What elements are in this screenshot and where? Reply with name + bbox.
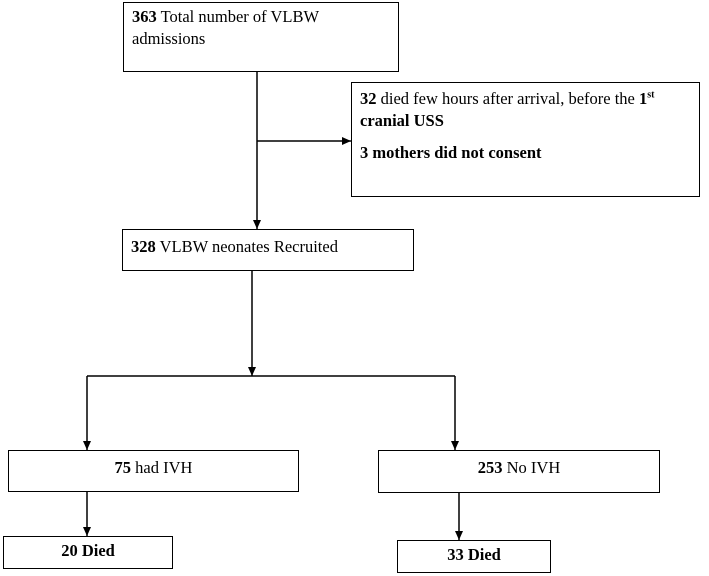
ivh-box: 75 had IVH (8, 450, 299, 492)
excluded-ordinal-num: 1 (639, 89, 648, 108)
excluded-consent-line: 3 mothers did not consent (360, 142, 691, 164)
total-admissions-label: Total number of VLBW admissions (132, 7, 319, 48)
ivh-count: 75 (114, 458, 132, 477)
excluded-consent-text: mothers did not consent (368, 143, 542, 162)
excluded-box: 32 died few hours after arrival, before … (351, 82, 700, 197)
excluded-died-count: 32 (360, 89, 377, 108)
recruited-count: 328 (131, 237, 156, 256)
no-ivh-died-label: Died (463, 545, 501, 564)
no-ivh-died-count: 33 (447, 545, 464, 564)
total-admissions-box: 363 Total number of VLBW admissions (123, 2, 399, 72)
ivh-died-label: Died (77, 541, 115, 560)
recruited-label: VLBW neonates Recruited (155, 237, 338, 256)
total-admissions-count: 363 (132, 7, 157, 26)
recruited-box: 328 VLBW neonates Recruited (122, 229, 414, 271)
excluded-ordinal-suffix: st (647, 89, 655, 101)
ivh-label: had IVH (131, 458, 193, 477)
excluded-died-text: died few hours after arrival, before the (376, 89, 640, 108)
ivh-died-box: 20 Died (3, 536, 173, 569)
excluded-consent-count: 3 (360, 143, 369, 162)
excluded-died-line: 32 died few hours after arrival, before … (360, 88, 691, 132)
ivh-died-count: 20 (61, 541, 78, 560)
excluded-uss-text: cranial USS (360, 111, 444, 130)
no-ivh-label: No IVH (502, 458, 561, 477)
no-ivh-died-box: 33 Died (397, 540, 551, 573)
no-ivh-count: 253 (477, 458, 503, 477)
no-ivh-box: 253 No IVH (378, 450, 660, 493)
